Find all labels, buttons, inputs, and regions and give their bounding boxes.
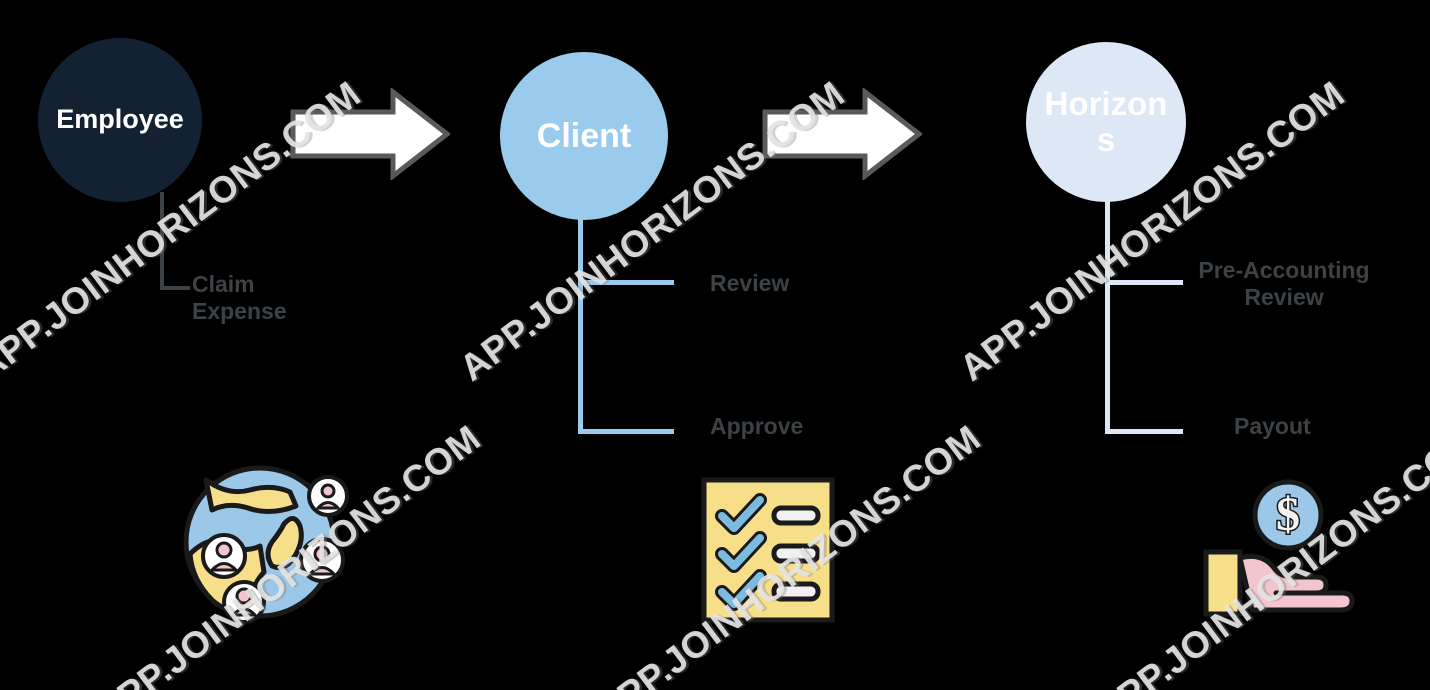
connector-vertical-employee	[160, 192, 164, 290]
branch-label-review: Review	[710, 270, 790, 296]
branch-label-pre-accounting-review: Pre-Accounting Review	[1198, 257, 1370, 311]
node-employee-label: Employee	[56, 104, 184, 135]
node-client[interactable]: Client	[500, 52, 668, 220]
arrow-employee-to-client	[290, 86, 452, 182]
connector-horizontal-pre-accounting-review	[1105, 280, 1183, 285]
node-employee[interactable]: Employee	[38, 38, 202, 202]
node-horizons[interactable]: Horizons	[1026, 42, 1186, 202]
branch-label-claim-expense: Claim Expense	[192, 271, 287, 325]
connector-horizontal-payout	[1105, 429, 1183, 434]
connector-horizontal-claim-expense	[160, 286, 190, 290]
checklist-icon	[700, 476, 836, 624]
connector-vertical-horizons	[1105, 180, 1110, 434]
arrow-client-to-horizons	[762, 86, 924, 182]
node-horizons-label: Horizons	[1044, 85, 1168, 158]
connector-vertical-client	[578, 188, 583, 434]
branch-label-payout: Payout	[1234, 413, 1311, 439]
hand-with-coin-icon: $	[1200, 478, 1366, 618]
branch-label-approve: Approve	[710, 413, 804, 439]
svg-text:$: $	[1276, 488, 1300, 541]
node-client-label: Client	[536, 116, 632, 155]
connector-horizontal-approve	[578, 429, 674, 434]
connector-horizontal-review	[578, 280, 674, 285]
globe-with-people-icon	[176, 462, 352, 628]
